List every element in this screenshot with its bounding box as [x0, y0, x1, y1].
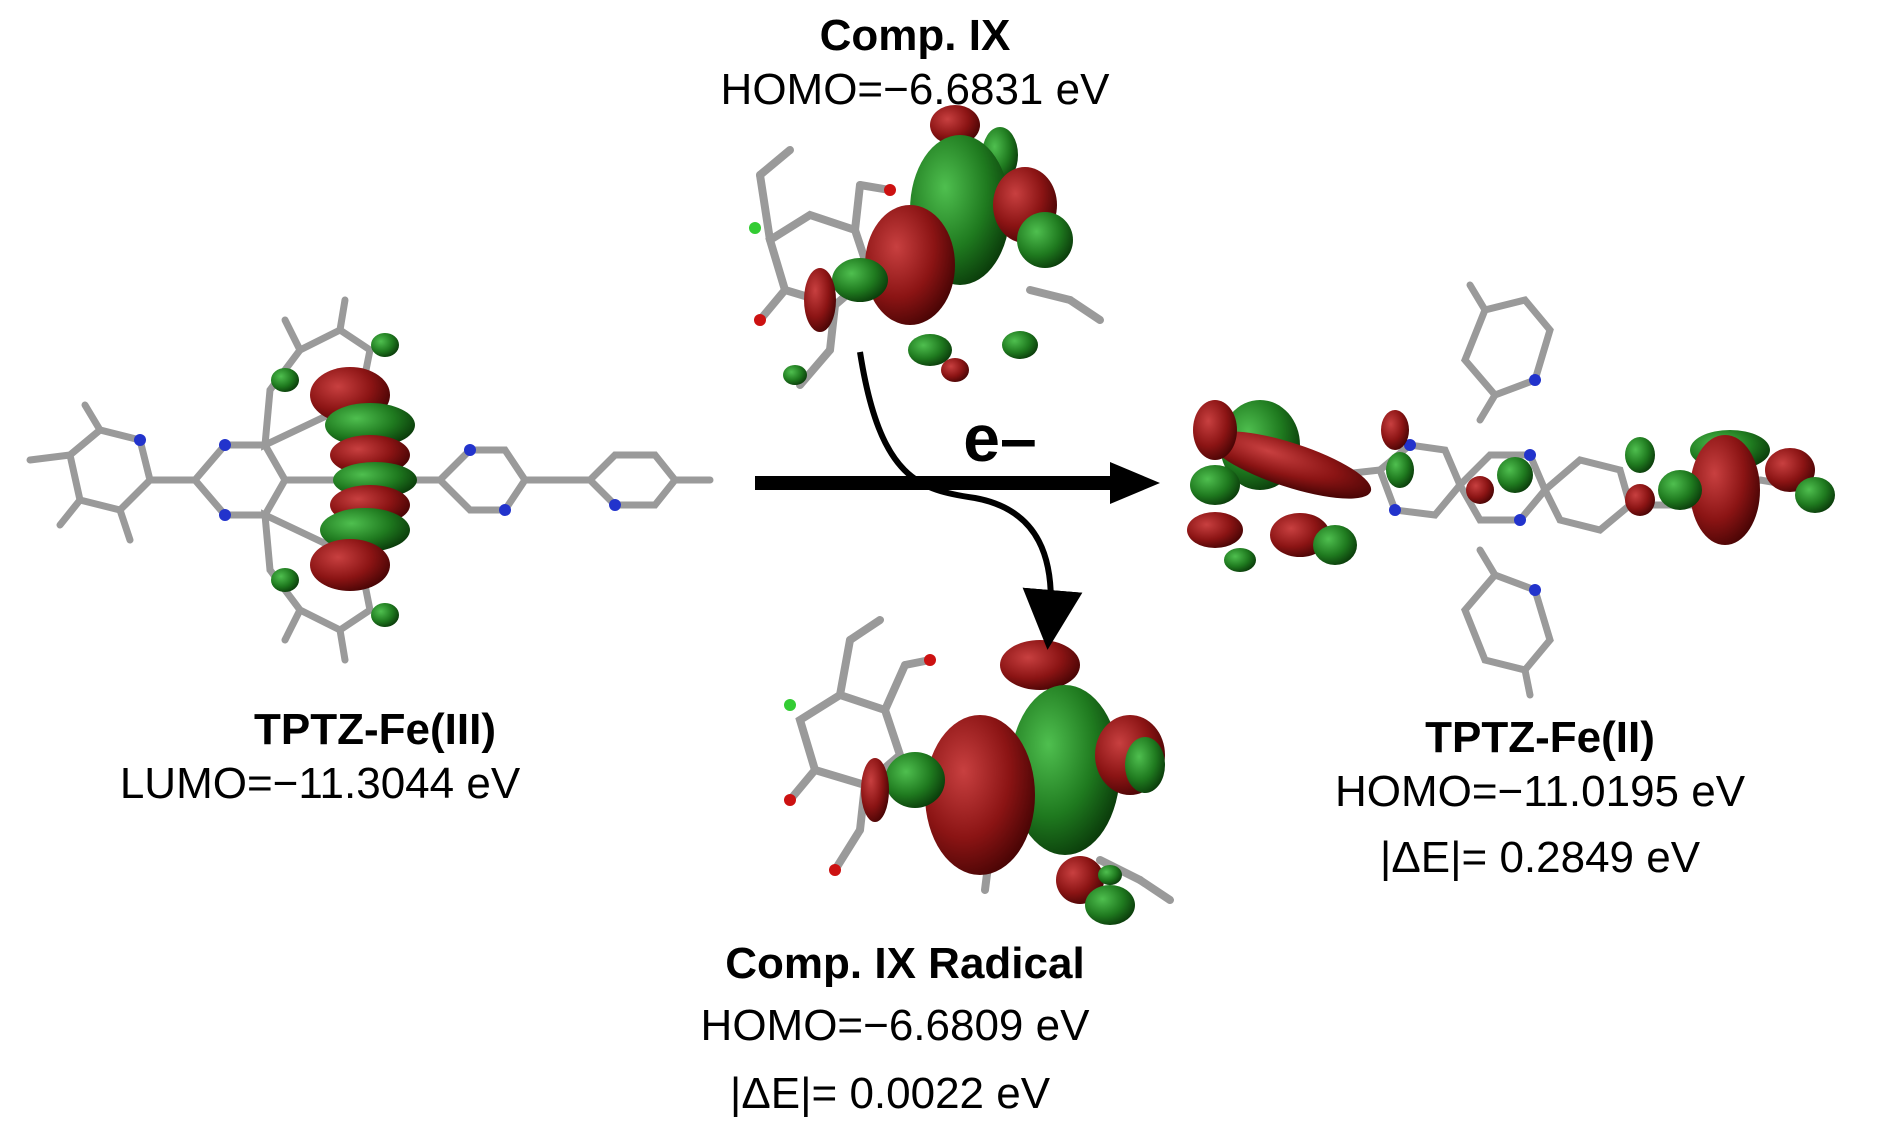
comp-ix-radical-name: Comp. IX Radical — [725, 939, 1085, 988]
reaction-arrows — [755, 351, 1160, 650]
electron-transfer-curved-arrow — [857, 351, 1083, 650]
comp-ix-heteroatoms — [749, 184, 896, 326]
tptz-fe3-orbital-lobes — [271, 333, 417, 627]
tptz-fe3-bonds — [26, 296, 714, 664]
comp-ix-name: Comp. IX — [819, 11, 1011, 60]
comp-ix-orbital-lobes — [783, 105, 1073, 385]
comp-ix-radical-molecule — [784, 616, 1174, 925]
comp-ix-radical-delta-e: |ΔE|= 0.0022 eV — [729, 1069, 1051, 1118]
comp-ix-radical-homo: HOMO=−6.6809 eV — [700, 1001, 1090, 1050]
tptz-fe3-nitrogens — [134, 434, 621, 521]
comp-ix-radical-heteroatoms — [784, 654, 936, 876]
tptz-fe2-homo: HOMO=−11.0195 eV — [1334, 767, 1746, 816]
comp-ix-molecule — [749, 105, 1104, 389]
electron-label: e– — [963, 401, 1037, 475]
comp-ix-homo: HOMO=−6.6831 eV — [720, 65, 1110, 114]
tptz-fe2-nitrogens — [1389, 374, 1541, 596]
tptz-fe3-lumo: LUMO=−11.3044 eV — [119, 759, 521, 808]
comp-ix-radical-orbital-lobes — [861, 640, 1165, 925]
tptz-fe3-name: TPTZ-Fe(III) — [254, 705, 496, 754]
tptz-fe3-molecule — [26, 296, 714, 664]
tptz-fe2-molecule — [1187, 281, 1835, 699]
tptz-fe2-name: TPTZ-Fe(II) — [1425, 713, 1655, 762]
tptz-fe2-delta-e: |ΔE|= 0.2849 eV — [1379, 833, 1701, 882]
main-reaction-arrow-head — [1110, 462, 1160, 504]
tptz-fe2-orbital-lobes — [1187, 400, 1835, 572]
